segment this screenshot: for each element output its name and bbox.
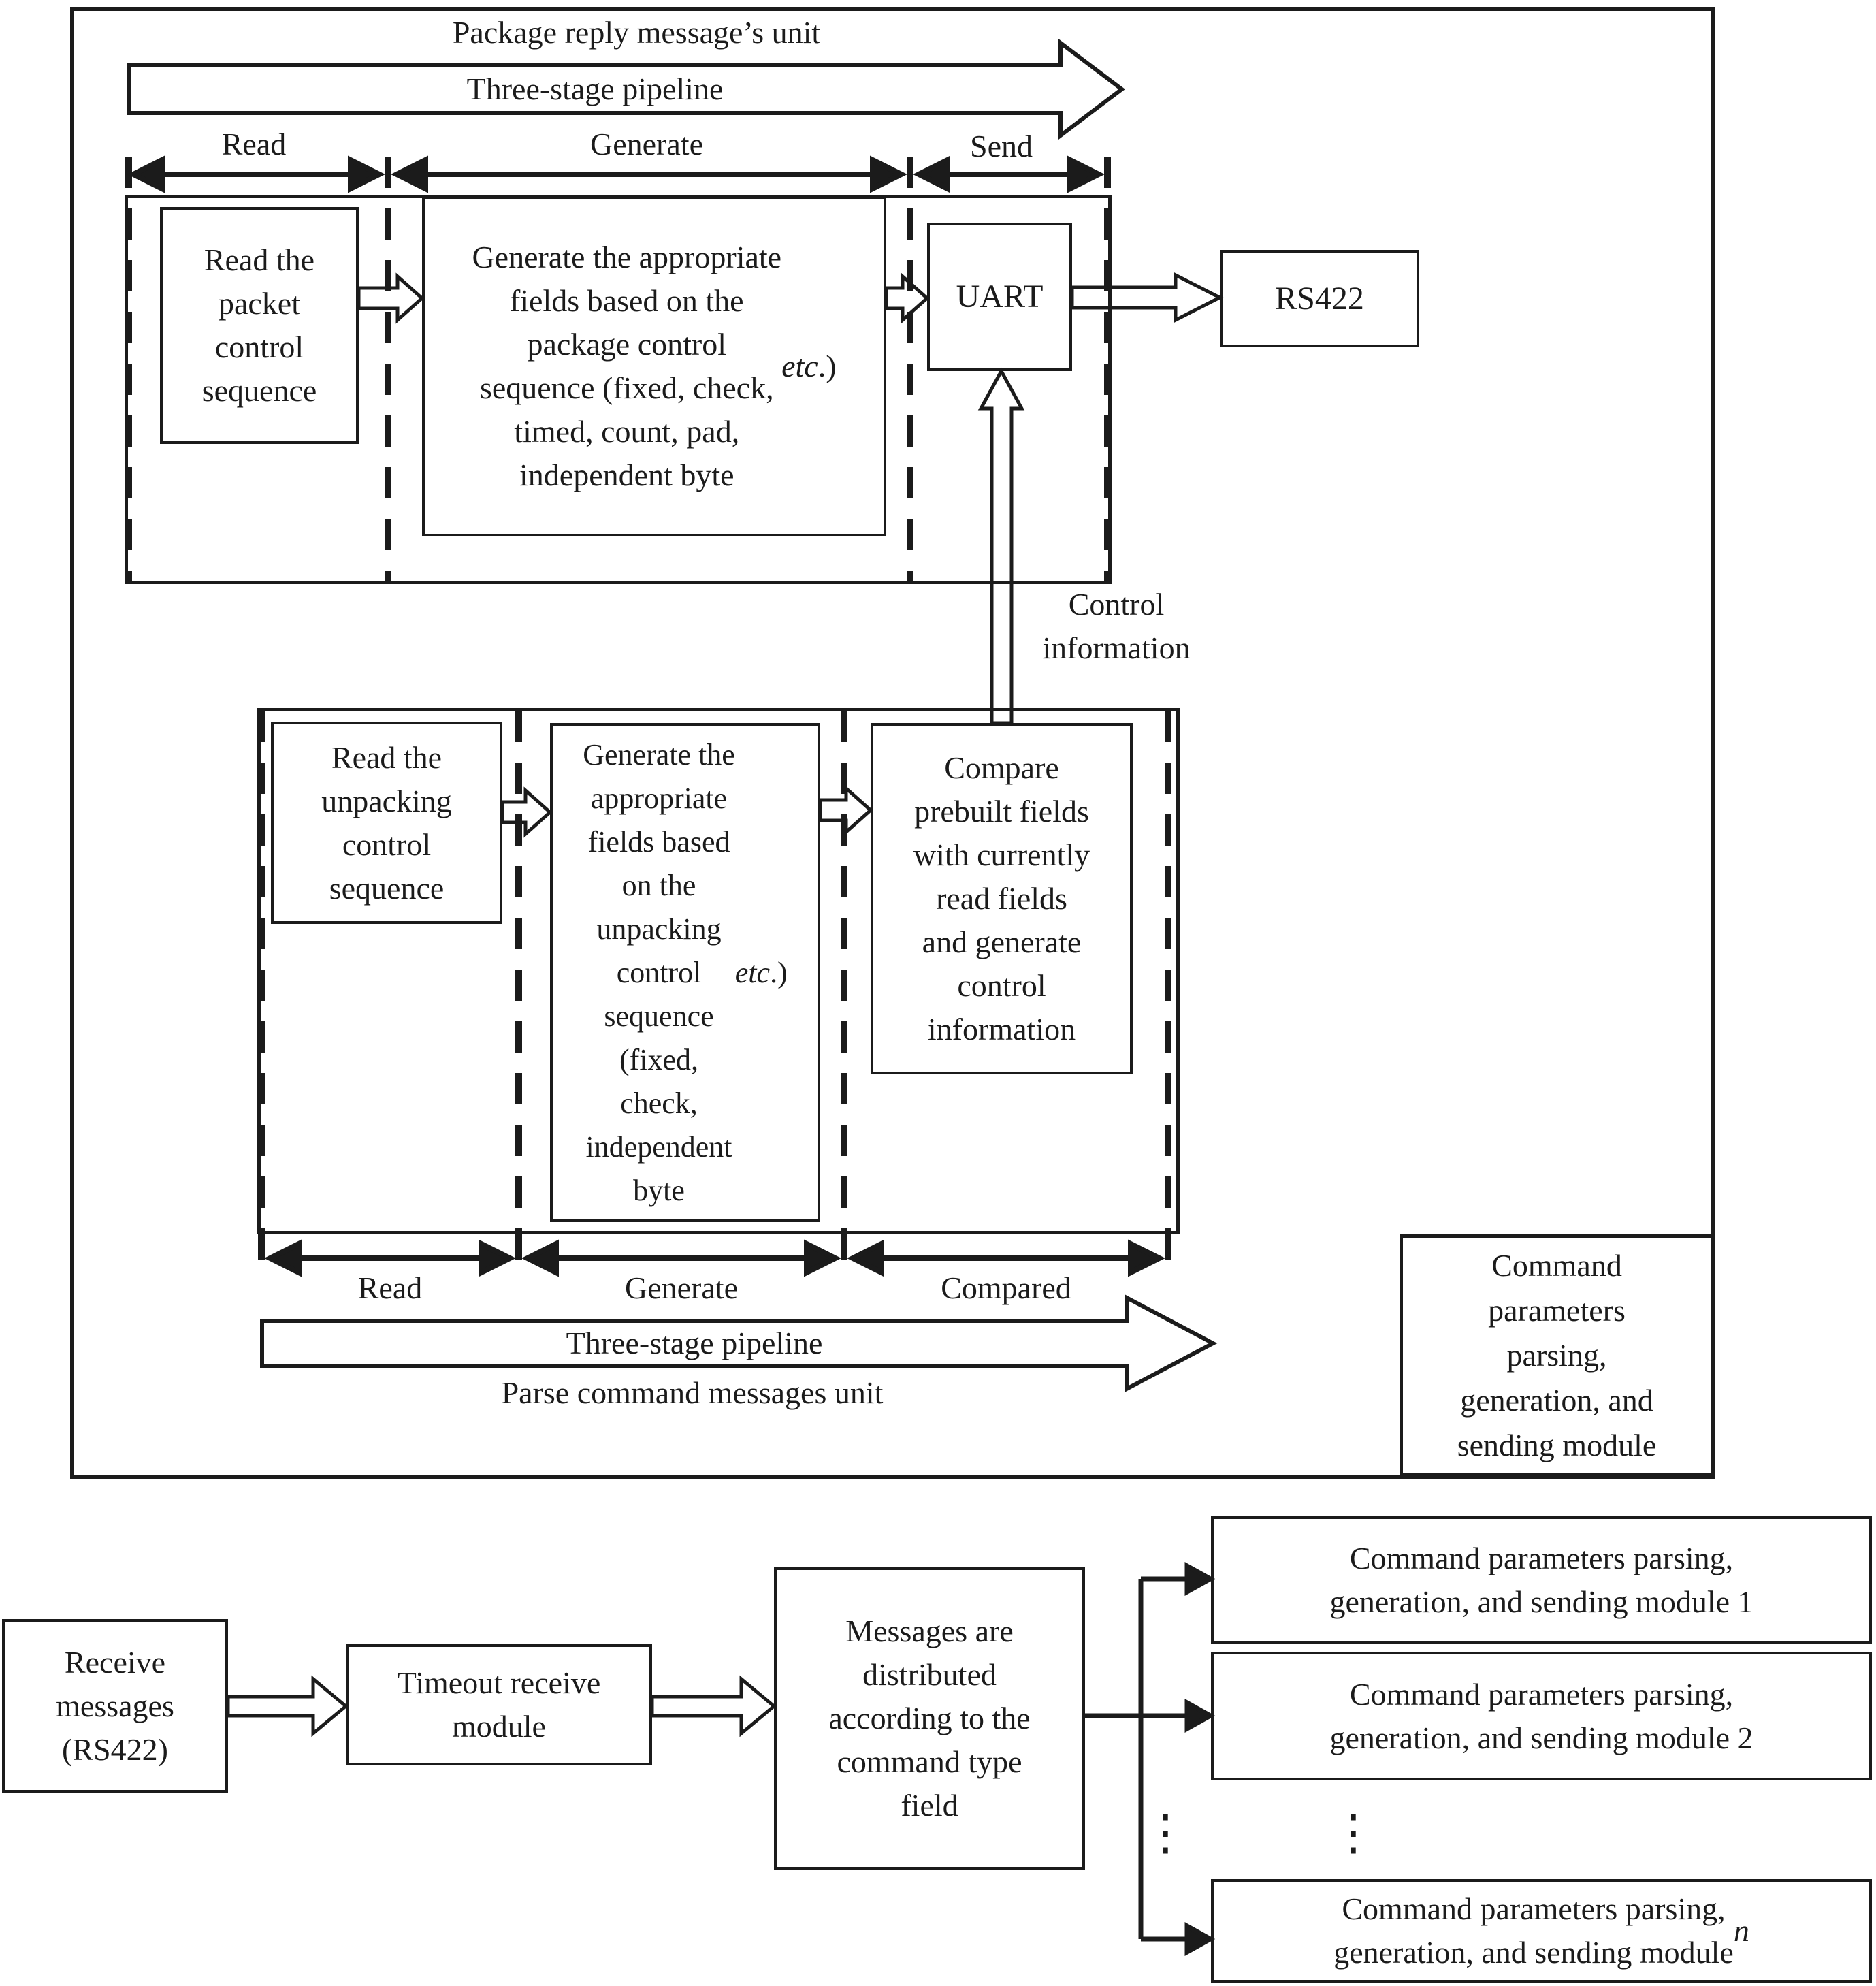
arrow-receive-to-timeout [226, 1675, 349, 1737]
span-read-parse-head-left [264, 1239, 302, 1277]
vertical-ellipsis-left: ⋮ [1141, 1806, 1190, 1860]
top-pipeline-arrow-label: Three-stage pipeline [466, 71, 724, 106]
generate-package-box: Generate the appropriate fields based on… [422, 196, 886, 536]
span-read-parse-head-right [479, 1239, 516, 1277]
timeout-receive-box: Timeout receive module [346, 1644, 652, 1765]
compare-fields-box: Compare prebuilt fields with currently r… [871, 723, 1133, 1074]
parse-pipeline-arrow-label: Three-stage pipeline [566, 1326, 823, 1360]
branch-arrowhead-module-1 [1184, 1562, 1216, 1596]
arrow-generate-to-compare [818, 784, 873, 836]
generate-unpacking-box: Generate the appropriate fields based on… [550, 723, 820, 1222]
dashed-dividers-parse-unit [258, 711, 1171, 1275]
top-unit-title: Package reply message’s unit [452, 15, 821, 50]
span-send-top-head-left [913, 155, 950, 193]
arrow-readunpacking-to-generate [500, 786, 553, 838]
outer-module-frame [70, 7, 1715, 1479]
receive-messages-box: Receive messages (RS422) [2, 1619, 228, 1793]
stage-label-read-parse: Read [357, 1270, 423, 1305]
span-compared-parse-head-right [1128, 1239, 1165, 1277]
branch-arrowhead-module-n [1184, 1922, 1216, 1956]
vertical-ellipsis-right: ⋮ [1329, 1806, 1378, 1860]
dashed-dividers-top-unit [125, 157, 1111, 583]
stage-label-send-top: Send [970, 129, 1033, 163]
hollow-flow-arrows [226, 272, 1224, 1737]
command-parameters-module-box: Command parameters parsing, generation, … [1400, 1234, 1714, 1476]
distribute-messages-box: Messages are distributed according to th… [774, 1567, 1085, 1870]
read-packet-box: Read the packet control sequence [160, 207, 359, 444]
span-generate-parse-head-right [804, 1239, 841, 1277]
parse-unit-subtitle: Parse command messages unit [501, 1375, 884, 1410]
uart-box: UART [927, 223, 1072, 371]
span-read-top-head-left [127, 155, 165, 193]
rs422-box: RS422 [1220, 250, 1419, 347]
span-read-top-head-right [348, 155, 385, 193]
stage-label-compared-parse: Compared [941, 1270, 1071, 1305]
arrow-control-information-up [977, 367, 1025, 725]
stage-span-arrows-top [127, 155, 1105, 193]
arrow-readpacket-to-generate [357, 272, 425, 324]
command-module-2-box: Command parameters parsing, generation, … [1211, 1652, 1872, 1780]
stage-span-arrows-parse [264, 1239, 1165, 1277]
read-unpacking-box: Read the unpacking control sequence [271, 722, 502, 924]
command-module-1-box: Command parameters parsing, generation, … [1211, 1516, 1872, 1644]
span-generate-parse-head-left [521, 1239, 559, 1277]
span-send-top-head-right [1067, 155, 1105, 193]
arrow-generate-to-uart [884, 272, 930, 324]
control-information-label: Control information [1042, 587, 1191, 665]
stage-label-generate-parse: Generate [625, 1270, 738, 1305]
branch-arrowhead-module-2 [1184, 1699, 1216, 1733]
stage-label-read-top: Read [221, 127, 287, 161]
arrow-timeout-to-distribute [650, 1675, 777, 1737]
arrow-uart-to-rs422 [1070, 272, 1224, 323]
span-compared-parse-head-left [847, 1239, 884, 1277]
stage-label-generate-top: Generate [590, 127, 703, 161]
span-generate-top-head-left [391, 155, 428, 193]
pipeline-arrow-parse [260, 1294, 1218, 1392]
span-generate-top-head-right [870, 155, 907, 193]
distribution-branch [1085, 1562, 1216, 1956]
command-module-n-box: Command parameters parsing, generation, … [1211, 1879, 1872, 1983]
pipeline-arrow-top [127, 38, 1125, 140]
parse-pipeline-box [257, 708, 1180, 1234]
